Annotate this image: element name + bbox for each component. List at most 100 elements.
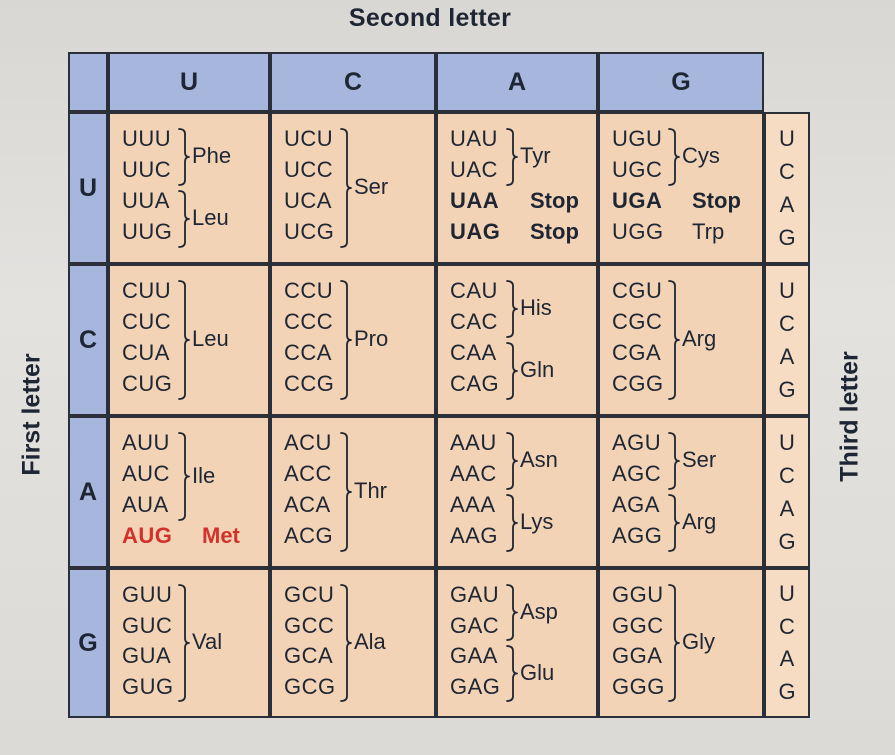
brace xyxy=(506,584,518,641)
codon: AUU xyxy=(122,430,170,455)
brace xyxy=(668,128,680,186)
codon: CCU xyxy=(284,278,334,303)
amino-acid-label: Ser xyxy=(354,174,389,199)
amino-acid-label: Phe xyxy=(192,143,232,168)
codon: AGC xyxy=(612,461,662,486)
codon: CCA xyxy=(284,340,332,365)
amino-acid-label: Gly xyxy=(682,629,715,654)
codon: AGU xyxy=(612,430,662,455)
codon: UGA xyxy=(612,188,663,213)
brace xyxy=(668,432,680,490)
amino-acid-label: Pro xyxy=(354,326,389,351)
codon: ACC xyxy=(284,461,332,486)
brace xyxy=(340,432,352,552)
brace xyxy=(506,645,518,702)
third-letter-C: C xyxy=(779,158,795,184)
codon: GAG xyxy=(450,673,501,699)
brace xyxy=(668,280,680,400)
third-letter-G: G xyxy=(778,528,796,554)
first-letter-A: A xyxy=(68,416,108,568)
first-letter-label: First letter xyxy=(17,353,46,476)
brace xyxy=(506,342,518,400)
codon: UAU xyxy=(450,126,498,151)
codon: GCA xyxy=(284,643,334,668)
codon: UGC xyxy=(612,157,663,182)
codon: CGU xyxy=(612,278,663,303)
first-letter-C: C xyxy=(68,264,108,416)
third-letter-A: A xyxy=(779,191,795,217)
amino-acid-label: Stop xyxy=(692,188,741,213)
amino-acid-label: Gln xyxy=(520,357,555,382)
brace xyxy=(340,584,352,702)
codon-cell-AA xyxy=(436,416,598,568)
header-corner xyxy=(68,52,108,112)
third-letter-G: G xyxy=(778,376,796,402)
codon: GGG xyxy=(612,673,665,699)
codon: UCC xyxy=(284,157,334,182)
third-letter-U: U xyxy=(779,125,795,151)
second-letter-G: G xyxy=(598,52,764,112)
codon: GUC xyxy=(122,612,173,638)
codon: ACA xyxy=(284,492,331,517)
brace xyxy=(178,584,190,702)
codon: CGA xyxy=(612,340,662,365)
third-letter-C: C xyxy=(779,462,795,488)
codon-cell-CC xyxy=(270,264,436,416)
amino-acid-label: Met xyxy=(202,523,240,548)
codon: UUG xyxy=(122,219,173,244)
codon: CAC xyxy=(450,309,498,334)
amino-acid-label: Stop xyxy=(530,219,579,244)
amino-acid-label: Cys xyxy=(682,143,720,168)
codon-cell-UA xyxy=(436,112,598,264)
codon: GCU xyxy=(284,582,335,607)
codon: CCC xyxy=(284,309,334,334)
codon-cell-UU xyxy=(108,112,270,264)
codon-cell-UG xyxy=(598,112,764,264)
brace xyxy=(178,128,190,186)
codon: UUC xyxy=(122,157,172,182)
codon: UGG xyxy=(612,219,664,244)
amino-acid-label: Tyr xyxy=(520,143,551,168)
codon: GGA xyxy=(612,643,663,668)
codon: UCG xyxy=(284,219,335,244)
codon: AUC xyxy=(122,461,170,486)
codon: AUG xyxy=(122,523,173,548)
amino-acid-label: Ala xyxy=(354,629,386,654)
codon: CUC xyxy=(122,309,172,334)
second-letter-U: U xyxy=(108,52,270,112)
codon-cell-CG xyxy=(598,264,764,416)
first-letter-U: U xyxy=(68,112,108,264)
amino-acid-label: Asp xyxy=(520,598,558,624)
codon: GCG xyxy=(284,673,336,699)
codon: AGG xyxy=(612,523,663,548)
codon: GGC xyxy=(612,612,664,638)
codon: GAA xyxy=(450,643,498,668)
codon-cell-AC xyxy=(270,416,436,568)
amino-acid-label: Ser xyxy=(682,447,717,472)
second-letter-C: C xyxy=(270,52,436,112)
amino-acid-label: Lys xyxy=(520,509,554,534)
codon: AGA xyxy=(612,492,660,517)
codon: CGG xyxy=(612,371,664,396)
codon-cell-UC xyxy=(270,112,436,264)
codon: UAC xyxy=(450,157,498,182)
codon: AAA xyxy=(450,492,496,517)
codon: UCA xyxy=(284,188,332,213)
brace xyxy=(178,190,190,248)
amino-acid-label: Asn xyxy=(520,447,558,472)
codon-cell-GC xyxy=(270,568,436,718)
brace xyxy=(178,432,190,521)
brace xyxy=(668,584,680,702)
brace xyxy=(340,280,352,400)
codon-cell-GA xyxy=(436,568,598,718)
third-letter-G: G xyxy=(778,224,796,250)
codon: GUA xyxy=(122,643,172,668)
codon: GGU xyxy=(612,582,664,607)
codon: CUA xyxy=(122,340,170,365)
codon: ACU xyxy=(284,430,332,455)
brace xyxy=(506,432,518,490)
amino-acid-label: Thr xyxy=(354,478,387,503)
third-letter-C: C xyxy=(779,613,795,639)
